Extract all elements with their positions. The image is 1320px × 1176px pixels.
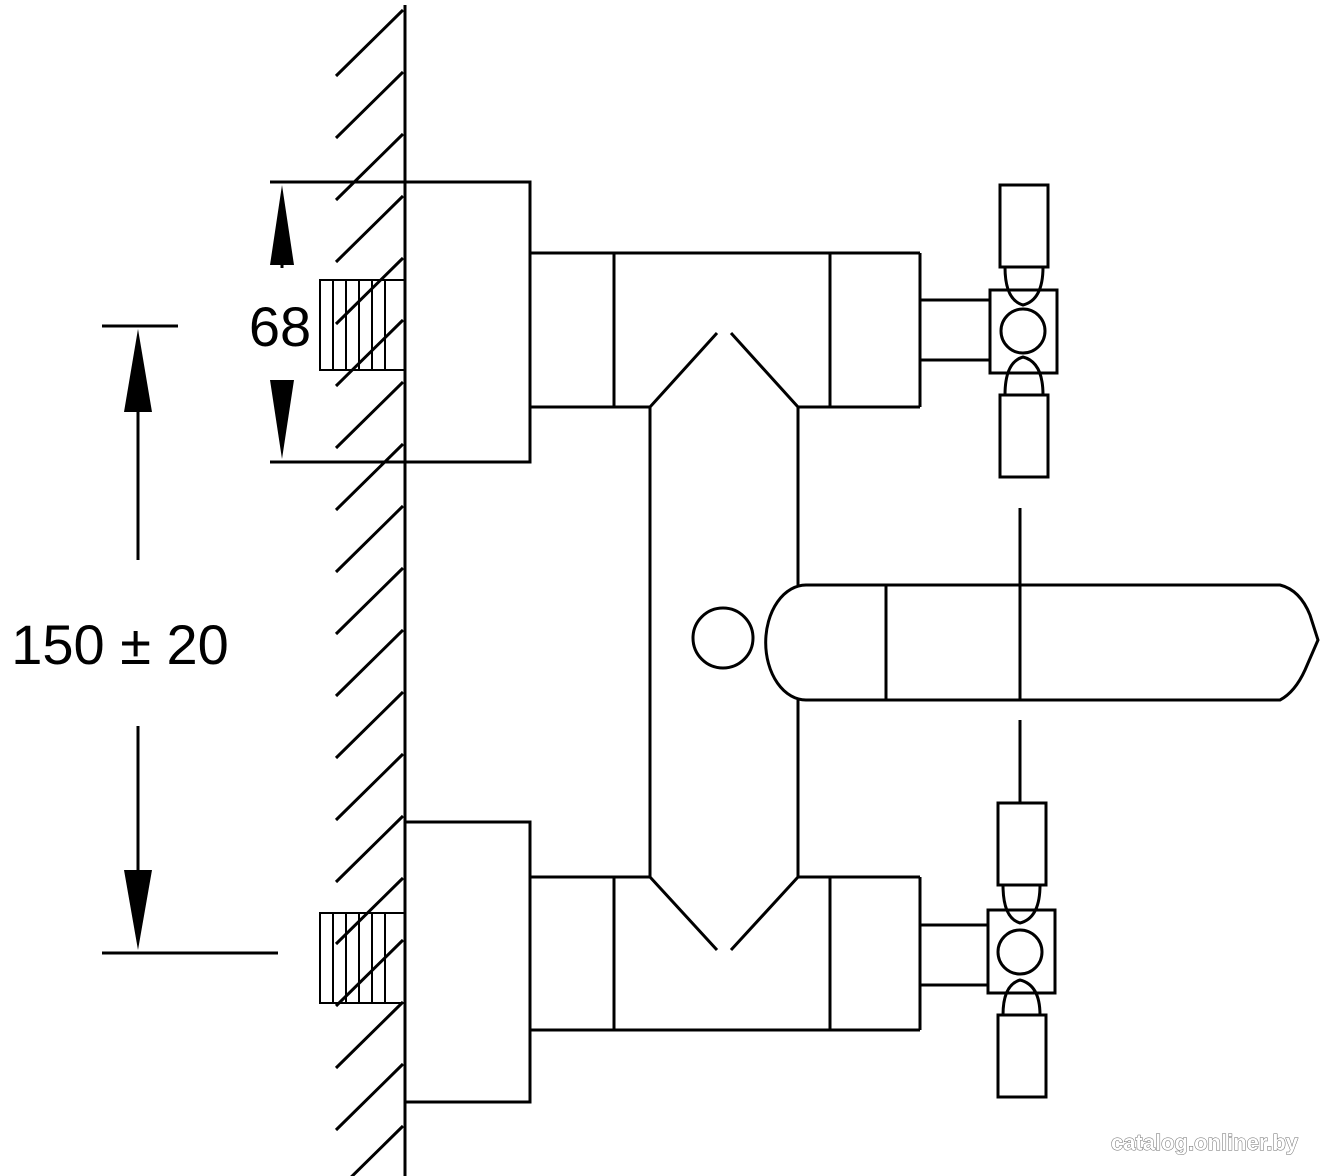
mixer-body xyxy=(530,251,922,1032)
wall-hatch-line xyxy=(334,938,405,1008)
top-handle-lower-grip xyxy=(998,393,1050,479)
diverter-knob xyxy=(691,606,755,670)
top-handle-hub xyxy=(988,288,1059,375)
top-wall-flange xyxy=(403,180,532,464)
wall-hatching xyxy=(334,8,405,1176)
wall-hatch-line xyxy=(334,442,405,512)
top-inlet xyxy=(319,180,532,464)
top-handle-upper-grip xyxy=(998,183,1050,269)
spout-body xyxy=(764,583,1320,702)
wall-hatch-line xyxy=(334,132,405,202)
dim-150-arrow-up xyxy=(124,329,152,412)
wall-hatch-line xyxy=(334,566,405,636)
wall-hatch-line xyxy=(334,504,405,574)
watermark-text: catalog.onliner.by xyxy=(1111,1130,1299,1155)
bottom-handle-upper-grip xyxy=(996,801,1048,887)
wall-hatch-line xyxy=(334,1062,405,1132)
wall-hatch-line xyxy=(334,628,405,698)
dim-68-label: 68 xyxy=(249,295,311,358)
top-cross-handle xyxy=(920,183,1059,479)
wall-hatch-line xyxy=(334,690,405,760)
wall-hatch-line xyxy=(334,256,405,326)
bottom-handle-center xyxy=(996,928,1044,976)
bottom-handle-hub xyxy=(986,908,1057,995)
bottom-cross-handle xyxy=(920,801,1057,1099)
wall-hatch-line xyxy=(334,814,405,884)
wall-hatch-line xyxy=(334,70,405,140)
wall-hatch-line xyxy=(350,1124,405,1176)
dim-150-label: 150 ± 20 xyxy=(11,613,229,676)
bottom-handle-lower-grip xyxy=(996,1013,1048,1099)
wall-hatch-line xyxy=(334,1000,405,1070)
wall-hatch-line xyxy=(334,876,405,946)
bottom-inlet xyxy=(319,820,532,1104)
wall-hatch-line xyxy=(334,194,405,264)
wall-hatch-line xyxy=(334,318,405,388)
wall-hatch-line xyxy=(334,380,405,450)
dim-68-arrow-down xyxy=(270,380,294,459)
dim-150-arrow-down xyxy=(124,870,152,950)
top-handle-center xyxy=(999,307,1047,355)
wall-hatch-line xyxy=(334,8,405,78)
wall-hatch-line xyxy=(334,752,405,822)
dim-68-arrow-up xyxy=(270,185,294,265)
bottom-wall-flange xyxy=(403,820,532,1104)
dimension-68: 68 xyxy=(249,180,405,464)
dimension-150: 150 ± 20 xyxy=(11,324,278,955)
